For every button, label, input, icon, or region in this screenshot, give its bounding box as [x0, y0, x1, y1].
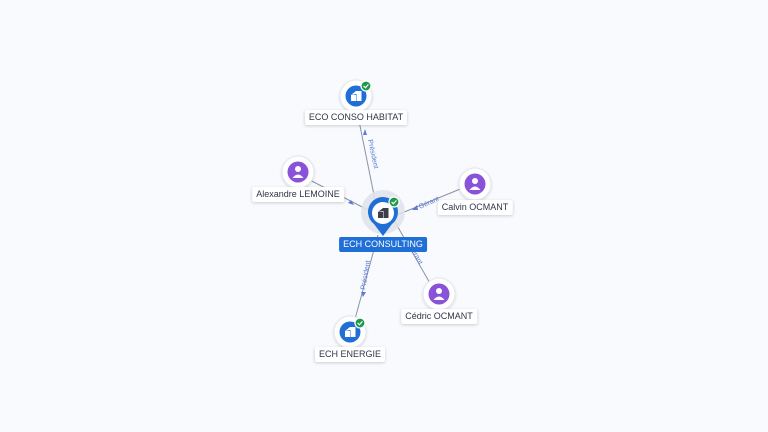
edge-cedric — [394, 221, 436, 293]
edge-alex-arrow — [348, 200, 354, 205]
person-icon — [433, 288, 445, 300]
node-label-ech-energie[interactable]: ECH ENERGIE — [314, 347, 386, 362]
edge-label-energie: Président — [360, 260, 372, 290]
node-ech-energie[interactable] — [333, 315, 367, 349]
node-label-eco-conso-habitat[interactable]: ECO CONSO HABITAT — [304, 110, 408, 125]
edge-eco-arrow — [363, 129, 367, 135]
verified-check-icon — [388, 196, 400, 208]
node-alexandre-lemoine[interactable] — [281, 155, 315, 189]
edge-calvin — [396, 184, 471, 216]
node-label-calvin-ocmant[interactable]: Calvin OCMANT — [437, 200, 513, 215]
node-label-ech-consulting[interactable]: ECH CONSULTING — [339, 237, 427, 252]
verified-check-icon — [354, 317, 366, 329]
person-icon — [469, 178, 481, 190]
node-ech-consulting-center[interactable] — [361, 190, 405, 236]
building-icon — [345, 327, 356, 337]
node-eco-conso-habitat[interactable] — [339, 79, 373, 113]
node-calvin-ocmant[interactable] — [458, 167, 492, 201]
person-icon — [292, 166, 304, 178]
node-label-alexandre-lemoine[interactable]: Alexandre LEMOINE — [252, 187, 344, 202]
building-icon — [351, 91, 362, 101]
edge-energie-arrow — [361, 292, 366, 297]
edge-calvin-arrow — [412, 205, 418, 210]
node-cedric-ocmant[interactable] — [422, 277, 456, 311]
building-icon — [378, 208, 389, 218]
node-label-cedric-ocmant[interactable]: Cédric OCMANT — [401, 309, 477, 324]
verified-check-icon — [360, 80, 372, 92]
edge-eco — [356, 110, 376, 201]
